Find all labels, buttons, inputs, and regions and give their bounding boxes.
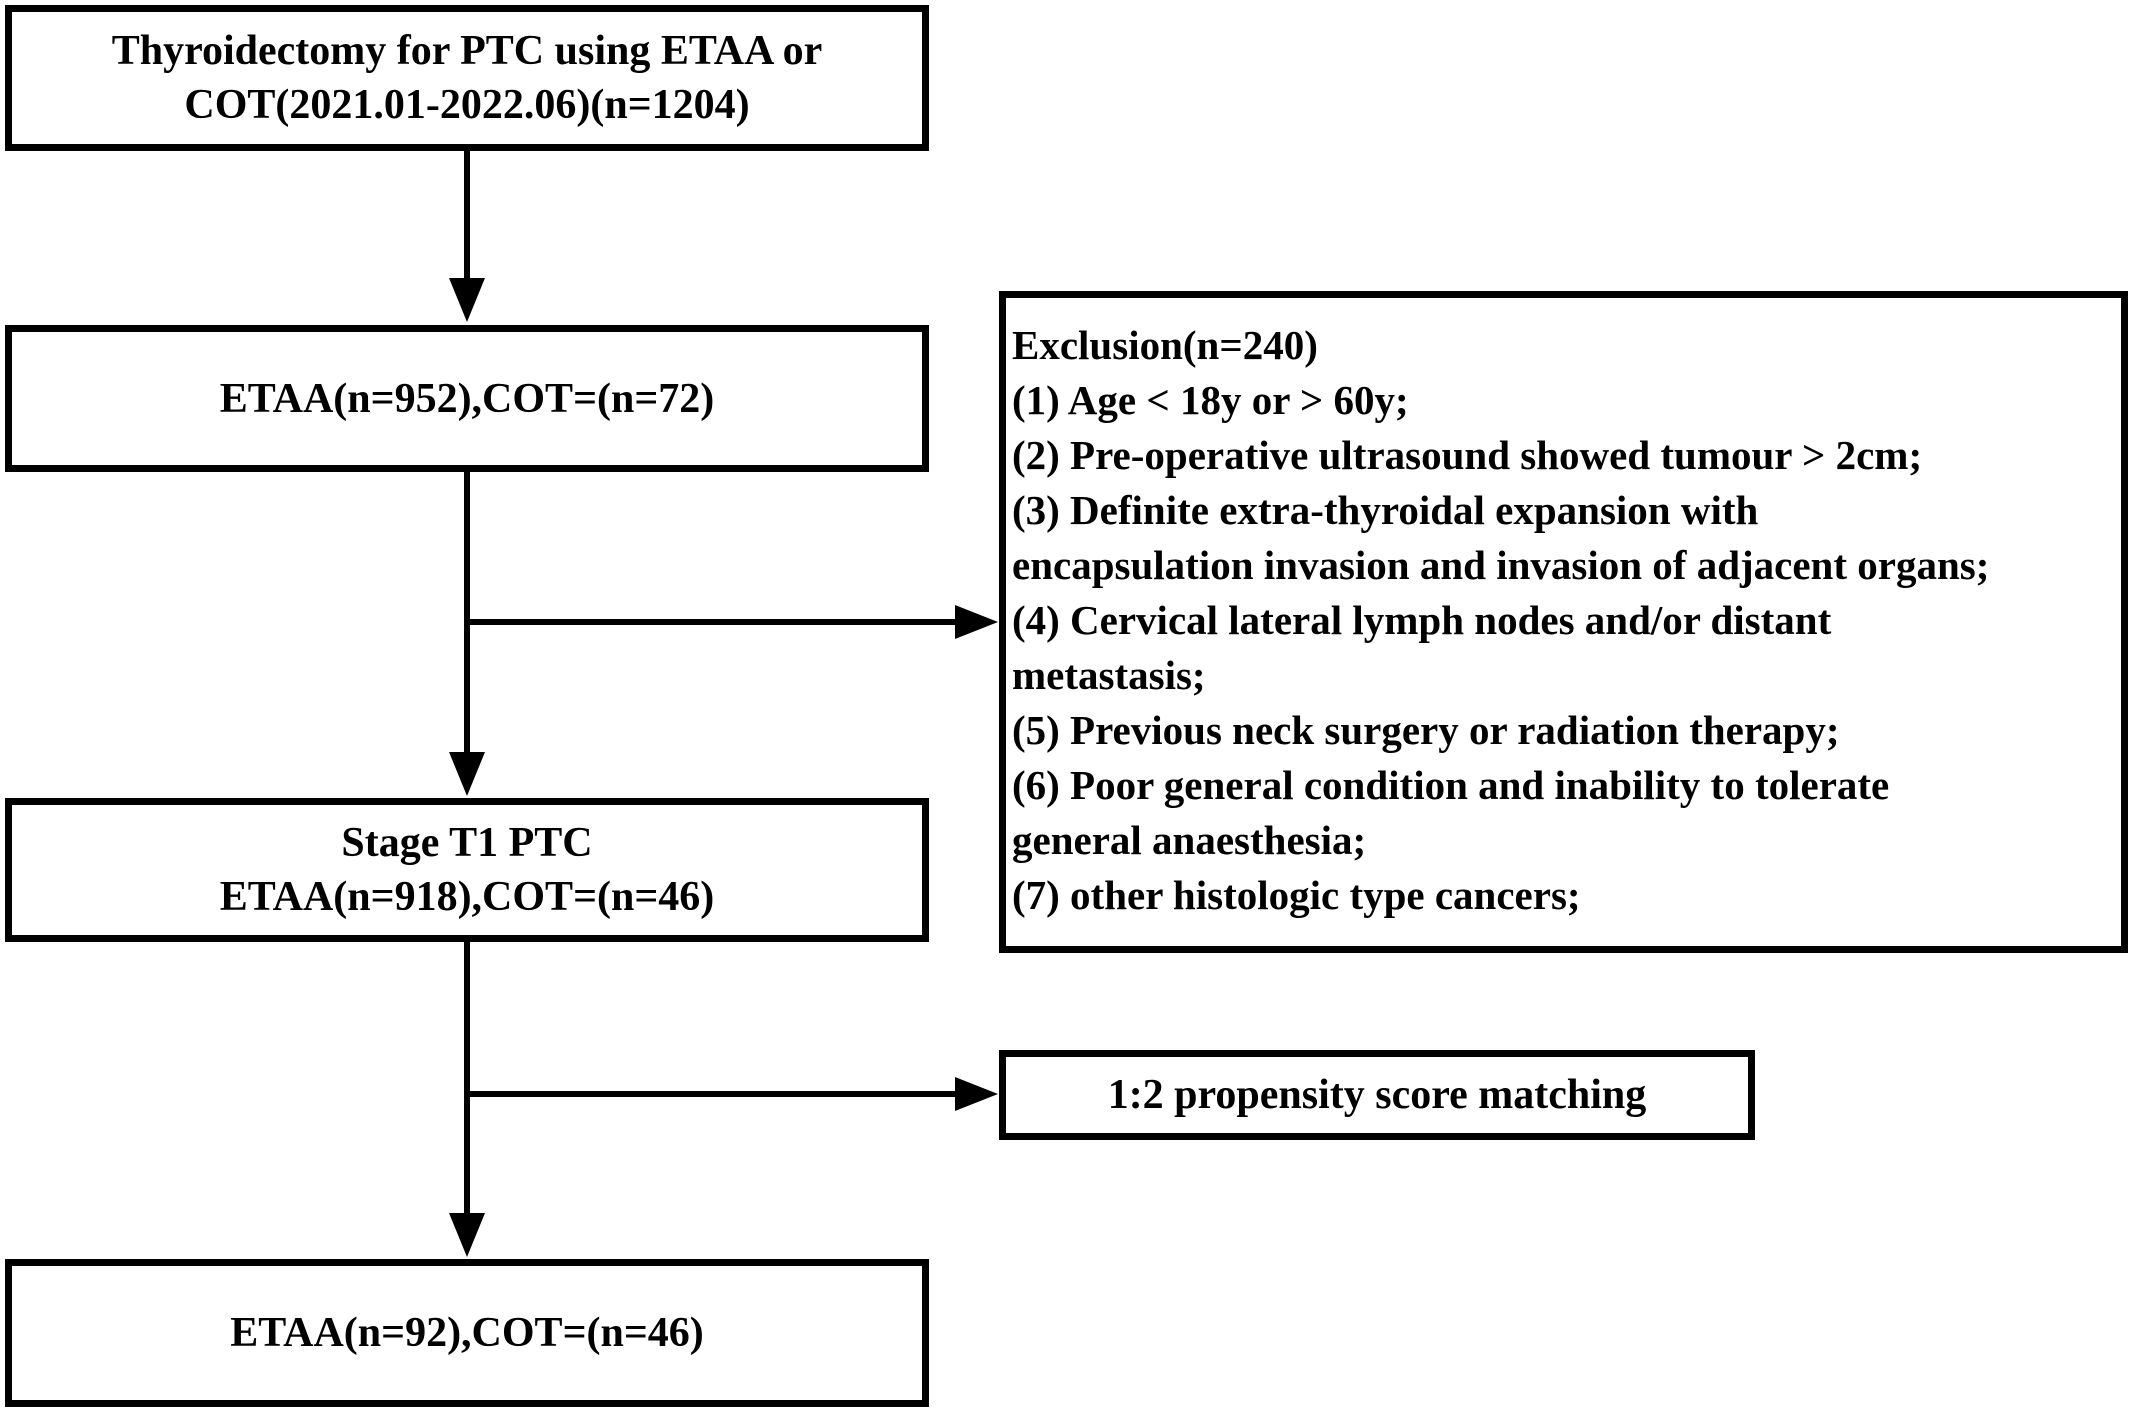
box-stage: Stage T1 PTC ETAA(n=918),COT=(n=46) bbox=[5, 798, 929, 942]
box-start: Thyroidectomy for PTC using ETAA or COT(… bbox=[5, 5, 929, 151]
arrowhead-final bbox=[449, 1213, 485, 1257]
exclusion-item-6b: general anaesthesia; bbox=[1012, 817, 1367, 863]
box-stage-line-2: ETAA(n=918),COT=(n=46) bbox=[219, 874, 715, 920]
box-stage-line-1: Stage T1 PTC bbox=[341, 820, 593, 866]
box-final-line-1: ETAA(n=92),COT=(n=46) bbox=[230, 1310, 704, 1356]
exclusion-item-3a: (3) Definite extra-thyroidal expansion w… bbox=[1012, 487, 1759, 533]
arrowhead-exclusion bbox=[955, 605, 998, 639]
exclusion-item-4a: (4) Cervical lateral lymph nodes and/or … bbox=[1012, 597, 1832, 643]
exclusion-title: Exclusion(n=240) bbox=[1012, 322, 1318, 368]
box-groups-line-1: ETAA(n=952),COT=(n=72) bbox=[219, 375, 715, 422]
box-start-line-1: Thyroidectomy for PTC using ETAA or bbox=[111, 28, 823, 74]
exclusion-item-4b: metastasis; bbox=[1012, 652, 1206, 698]
exclusion-item-2: (2) Pre-operative ultrasound showed tumo… bbox=[1012, 432, 1923, 478]
exclusion-item-5: (5) Previous neck surgery or radiation t… bbox=[1012, 707, 1840, 753]
box-exclusion: Exclusion(n=240) (1) Age < 18y or > 60y;… bbox=[999, 291, 2128, 953]
exclusion-item-3b: encapsulation invasion and invasion of a… bbox=[1012, 542, 1990, 588]
box-final: ETAA(n=92),COT=(n=46) bbox=[5, 1259, 929, 1407]
arrowhead-groups bbox=[449, 278, 485, 322]
arrowhead-stage bbox=[449, 752, 485, 796]
arrowhead-matching bbox=[955, 1077, 998, 1111]
exclusion-item-1: (1) Age < 18y or > 60y; bbox=[1012, 377, 1409, 423]
box-matching-line-1: 1:2 propensity score matching bbox=[1107, 1072, 1647, 1118]
box-start-line-2: COT(2021.01-2022.06)(n=1204) bbox=[184, 82, 750, 128]
box-matching: 1:2 propensity score matching bbox=[999, 1050, 1755, 1140]
box-groups: ETAA(n=952),COT=(n=72) bbox=[5, 325, 929, 472]
exclusion-item-7: (7) other histologic type cancers; bbox=[1012, 872, 1581, 918]
exclusion-item-6a: (6) Poor general condition and inability… bbox=[1012, 762, 1890, 808]
